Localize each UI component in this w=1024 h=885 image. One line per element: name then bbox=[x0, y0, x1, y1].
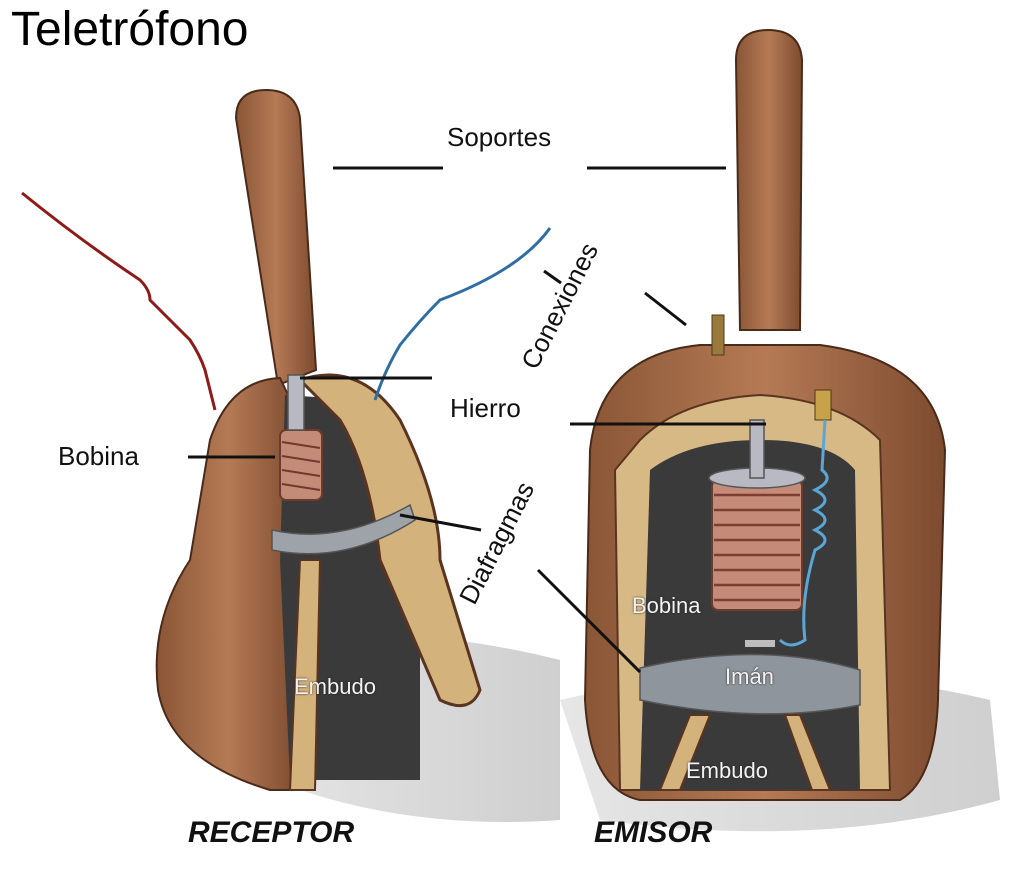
label-iman: Imán bbox=[725, 664, 774, 689]
emisor-device bbox=[583, 28, 947, 801]
label-hierro: Hierro bbox=[450, 393, 521, 423]
label-embudo-emisor: Embudo bbox=[686, 758, 768, 783]
emisor-coil bbox=[711, 479, 803, 611]
receptor-funnel bbox=[288, 559, 322, 791]
red-wire bbox=[21, 191, 217, 411]
receptor-shell bbox=[297, 373, 482, 708]
receptor-body bbox=[155, 376, 301, 791]
leader-conexiones-right bbox=[644, 291, 687, 327]
receptor-handle bbox=[234, 88, 318, 387]
label-bobina-receptor: Bobina bbox=[58, 441, 139, 471]
page-title: Teletrófono bbox=[11, 3, 249, 56]
emisor-iron bbox=[749, 419, 765, 479]
emisor-diaphragm bbox=[639, 653, 861, 715]
label-bobina-emisor: Bobina bbox=[632, 593, 701, 618]
emisor-funnel bbox=[658, 714, 712, 791]
connection-post bbox=[711, 314, 725, 356]
label-soportes: Soportes bbox=[447, 122, 552, 152]
label-emisor: EMISOR bbox=[594, 816, 713, 849]
emisor-handle bbox=[734, 28, 804, 331]
receptor-device bbox=[21, 88, 552, 791]
connection-post bbox=[814, 389, 832, 421]
emisor-blue-wire bbox=[778, 419, 829, 647]
receptor-diaphragm bbox=[271, 503, 416, 555]
emisor-magnet bbox=[745, 640, 775, 647]
leader-diafragmas-right bbox=[536, 568, 642, 674]
leader-lines bbox=[188, 166, 766, 674]
label-embudo-receptor: Embudo bbox=[294, 674, 376, 699]
blue-wire bbox=[373, 227, 552, 401]
label-receptor: RECEPTOR bbox=[188, 816, 355, 849]
leader-diafragmas-left bbox=[399, 513, 482, 532]
leader-conexiones-left bbox=[543, 269, 562, 285]
receptor-iron bbox=[287, 374, 305, 431]
emisor-funnel bbox=[783, 714, 832, 791]
